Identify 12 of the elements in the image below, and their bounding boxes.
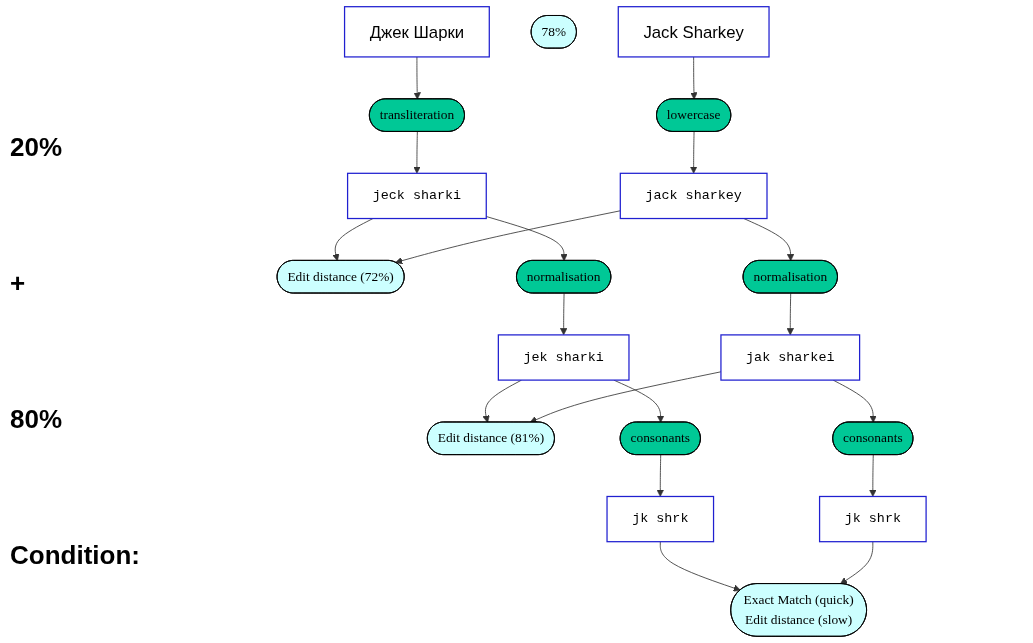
node-box: jk shrk: [818, 495, 927, 543]
node-box: jek sharki: [497, 334, 630, 381]
node-box: Джек Шарки: [343, 6, 490, 58]
node-box: jak sharkei: [720, 334, 861, 381]
node-box: Jack Sharkey: [617, 6, 770, 58]
side-label: 20%: [10, 132, 64, 164]
side-label: +: [10, 268, 27, 300]
side-label: Condition:: [10, 539, 141, 571]
node-box: jk shrk: [606, 495, 715, 543]
node-box: jeck sharki: [346, 172, 487, 220]
node-box: jack sharkey: [619, 172, 768, 220]
side-label: 80%: [10, 403, 64, 435]
